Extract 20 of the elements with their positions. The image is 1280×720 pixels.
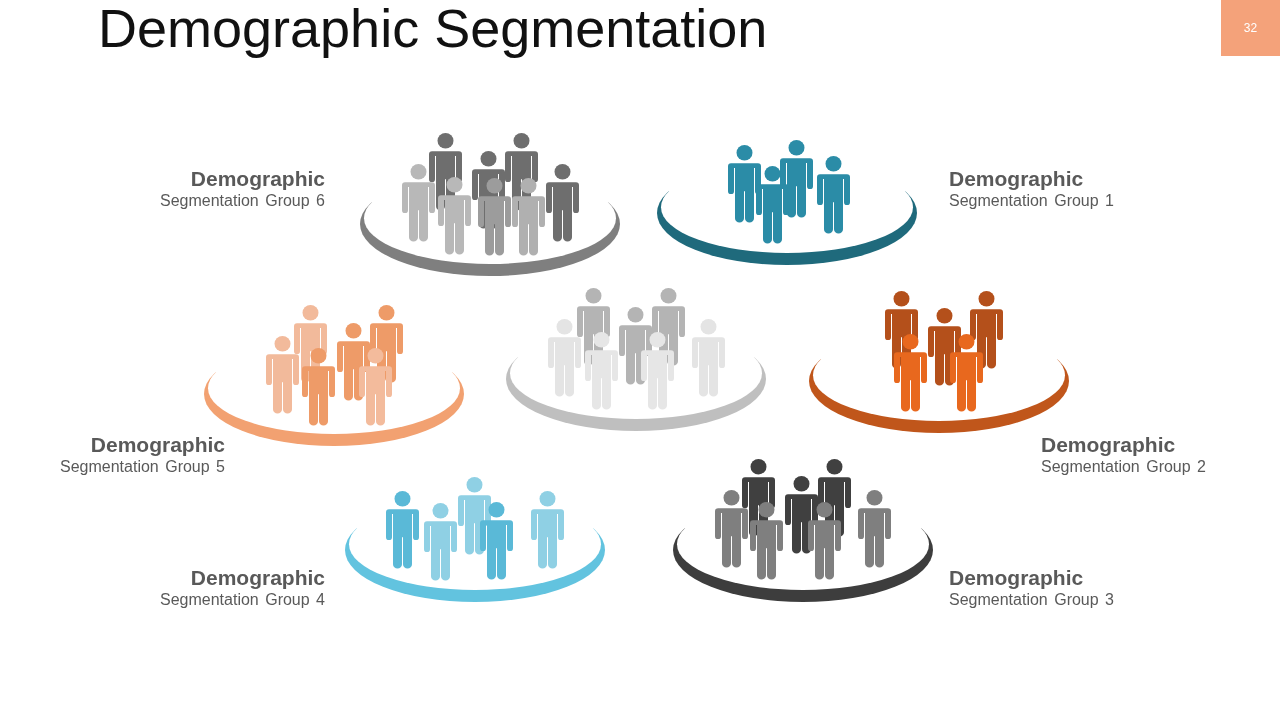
group-description: Segmentation Group 1 [949,191,1114,211]
group-heading: Demographic [949,167,1084,191]
people-on-platform-drawing [343,477,607,603]
group-description: Segmentation Group 2 [1041,457,1206,477]
group-description: Segmentation Group 4 [160,590,325,610]
group-heading: Demographic [1041,433,1176,457]
group-heading: Demographic [190,167,325,191]
group-heading: Demographic [190,566,325,590]
page-number: 32 [1221,0,1280,56]
people-on-platform-drawing [504,288,768,432]
group-description: Segmentation Group 3 [949,590,1114,610]
people-on-platform-drawing [671,459,935,603]
people-on-platform-drawing [655,140,919,266]
people-on-platform-drawing [358,133,622,277]
people-on-platform-drawing [807,291,1071,434]
group-description: Segmentation Group 6 [160,191,325,211]
slide-title: Demographic Segmentation [98,0,768,56]
group-heading: Demographic [90,433,225,457]
group-description: Segmentation Group 5 [60,457,225,477]
group-heading: Demographic [949,566,1084,590]
